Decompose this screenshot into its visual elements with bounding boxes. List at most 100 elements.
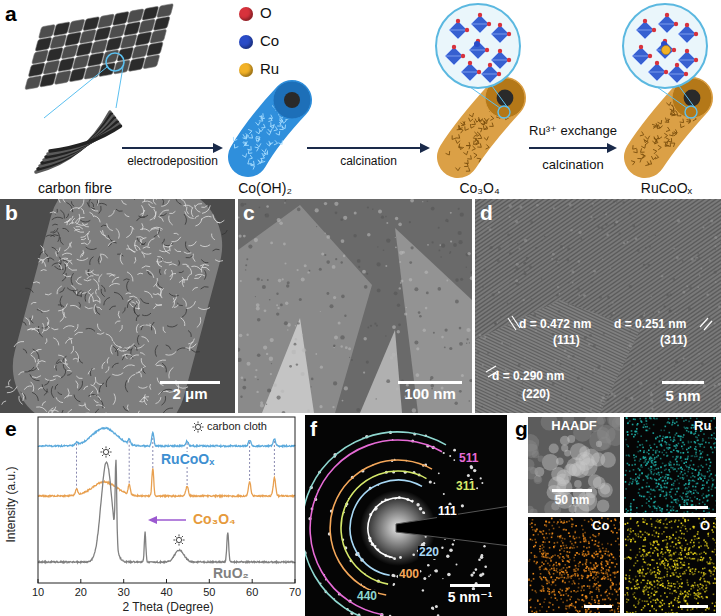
grain: [422, 201, 423, 202]
noise-dot: [485, 389, 487, 391]
tick-mark: [166, 579, 167, 583]
nanosheet-edge: [96, 199, 99, 206]
nanosheet-edge: [162, 396, 166, 405]
grain: [277, 307, 279, 309]
nanosheet-edge: [166, 345, 171, 350]
nanosheet-edge: [58, 304, 67, 311]
oxygen-atom: [498, 23, 502, 27]
noise-dot: [675, 260, 676, 261]
zoom-line: [44, 67, 107, 118]
weave-tile: [102, 50, 119, 64]
fringe-line: [475, 199, 689, 301]
grain: [416, 347, 419, 350]
particle-contrast: [596, 441, 602, 447]
noise-dot: [541, 240, 543, 242]
nanosheet-edge: [67, 288, 77, 291]
nanosheet-edge: [106, 334, 113, 341]
scale-bar: [662, 381, 704, 384]
nanosheet-edge: [78, 199, 84, 208]
fringe-line: [478, 204, 721, 322]
noise-dot: [572, 282, 574, 284]
nanosheet-edge: [22, 322, 26, 326]
symbol-ray: [194, 423, 196, 425]
noise-dot: [701, 362, 704, 365]
nanosheet-edge: [45, 293, 52, 295]
noise-dot: [523, 299, 525, 301]
grain: [271, 363, 272, 364]
cobalt-hydroxide-coating: [233, 81, 311, 170]
fringe-line: [475, 382, 649, 413]
nanosheet-edge: [22, 392, 24, 401]
grain: [285, 262, 287, 264]
grain: [470, 276, 472, 280]
noise-dot: [714, 322, 716, 324]
nanosheet-edge: [135, 240, 138, 251]
surface-texture: [666, 127, 670, 132]
nanosheet-edge: [98, 256, 99, 264]
nanosheet-edge: [193, 254, 195, 262]
nanosheet-edge: [212, 234, 215, 240]
nanosheet-edge: [74, 324, 78, 331]
diffraction-spot: [473, 469, 476, 472]
grain: [367, 327, 369, 329]
noise-dot: [592, 203, 594, 205]
surface-texture: [464, 163, 468, 167]
nanosheet-edge: [71, 346, 74, 354]
nanosheet-edge: [85, 292, 88, 302]
grain: [447, 221, 448, 222]
fringe-line: [482, 199, 721, 314]
surface-texture: [268, 117, 272, 121]
nanosheet-edge: [140, 353, 145, 356]
noise-dot: [648, 236, 649, 237]
nanosheet-edge: [52, 217, 63, 220]
surface-texture: [669, 132, 673, 136]
grain: [364, 337, 367, 340]
octahedron: [658, 15, 676, 33]
oxygen-atom: [478, 13, 482, 17]
nanosheet-edge: [97, 295, 100, 303]
grain: [432, 241, 434, 243]
nanosheet-edge: [71, 273, 73, 285]
noise-dot: [568, 410, 570, 412]
fringe-line: [475, 211, 721, 413]
grain: [242, 386, 246, 390]
nanosheet-edge: [159, 269, 161, 275]
nanosheet-edge: [73, 291, 82, 297]
diffraction-spot: [453, 449, 456, 452]
noise-dot: [533, 314, 536, 317]
tick-mark: [295, 579, 296, 583]
plot-frame: [38, 417, 295, 583]
nanosheet-edge: [78, 381, 82, 391]
noise-dot: [568, 304, 569, 305]
nanosheet-edge-bright: [360, 330, 402, 413]
nanosheet-edge: [129, 296, 137, 298]
noise-dot: [560, 298, 561, 299]
nanosheet-edge: [60, 237, 63, 244]
noise-dot: [592, 373, 593, 374]
noise-dot: [601, 365, 603, 367]
surface-texture: [276, 131, 280, 135]
diffraction-spot: [427, 564, 430, 567]
symbol-ray: [202, 427, 204, 428]
nanosheet-edge: [188, 339, 194, 344]
diffraction-spot: [437, 614, 440, 616]
grain: [441, 336, 444, 339]
nanosheet-edge: [19, 372, 25, 375]
nanosheet-edge: [217, 220, 225, 223]
noise-dot: [680, 347, 682, 349]
noise-dot: [553, 207, 555, 209]
weave-tile: [50, 35, 67, 49]
grain: [341, 345, 343, 347]
noise-dot: [517, 392, 519, 394]
nanosheet-edge: [56, 359, 60, 370]
surface-texture: [484, 137, 489, 141]
nanosheet-edge: [63, 264, 66, 275]
symbol-ray: [179, 534, 180, 536]
weave-tile: [124, 22, 141, 36]
nanosheet-edge: [155, 360, 166, 365]
diffraction-spot: [444, 539, 445, 540]
nanosheet-edge: [69, 223, 74, 225]
nanosheet-edge: [77, 258, 88, 261]
grain: [309, 270, 311, 272]
noise-dot: [682, 290, 685, 293]
